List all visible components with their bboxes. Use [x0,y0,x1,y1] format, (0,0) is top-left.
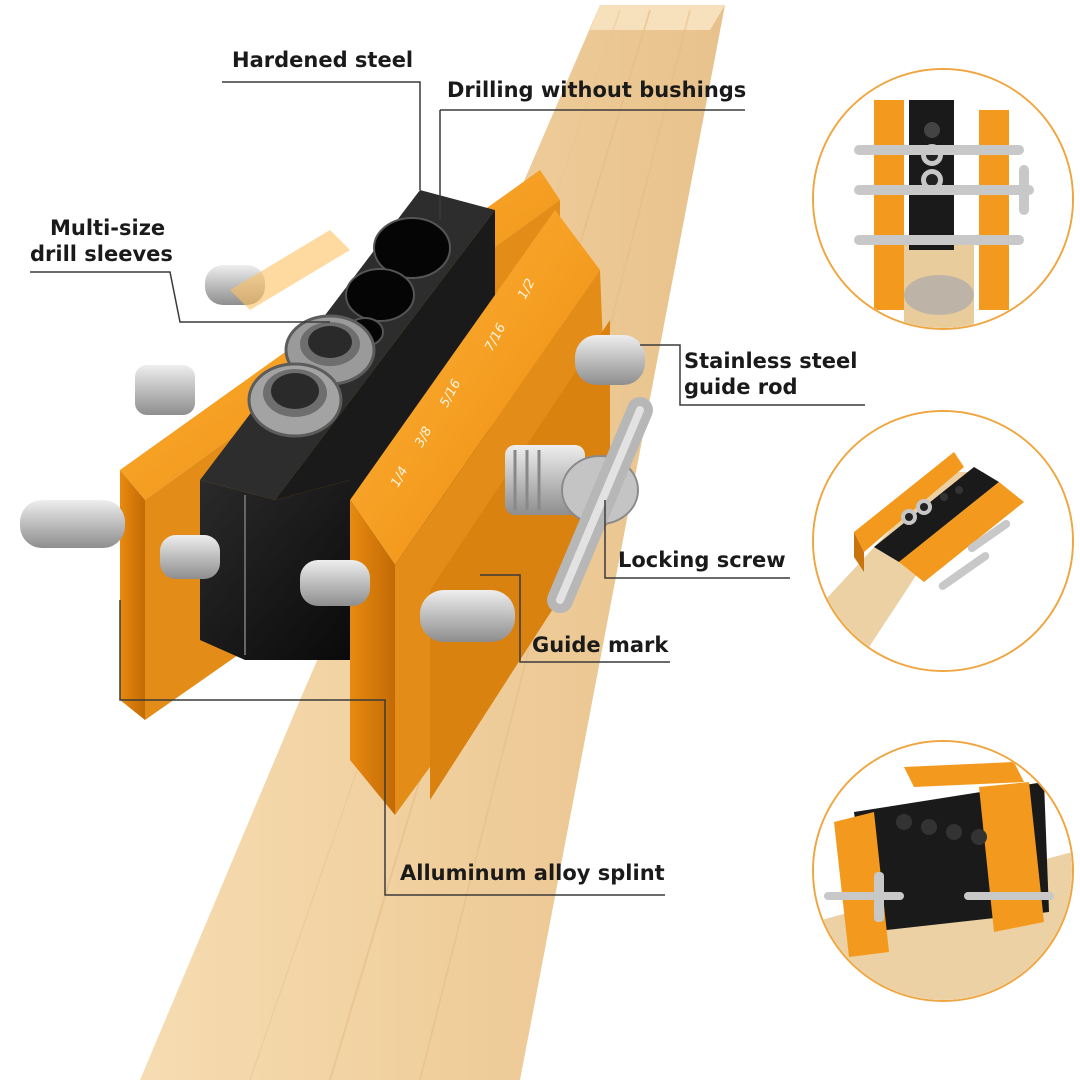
callout-stainless-line1: Stainless steel [684,349,858,373]
callout-multi-size-drill-sleeves: Multi-size drill sleeves [30,215,173,267]
locking-screw [505,397,653,613]
callout-aluminum-alloy-splint: Alluminum alloy splint [400,861,665,885]
callout-stainless-steel-guide-rod: Stainless steel guide rod [684,348,857,400]
callout-hardened-steel: Hardened steel [232,48,414,72]
callout-stainless-line2: guide rod [684,375,798,399]
leader-lines [30,81,865,896]
drill-sleeves [247,314,376,438]
callout-multi-size-line1: Multi-size [50,216,166,240]
callout-guide-mark: Guide mark [532,633,669,657]
side-view-illustration [814,412,1072,670]
guide-rod-rear-left [135,265,265,415]
guide-rods-front [20,335,645,642]
angled-view-illustration [814,742,1072,1000]
top-view-inset [812,68,1074,330]
angled-view-inset [812,740,1074,1002]
side-view-inset [812,410,1074,672]
callout-locking-screw: Locking screw [618,548,786,572]
top-view-illustration [814,70,1072,328]
callout-drilling-without-bushings: Drilling without bushings [447,78,747,102]
callout-multi-size-line2: drill sleeves [30,242,173,266]
